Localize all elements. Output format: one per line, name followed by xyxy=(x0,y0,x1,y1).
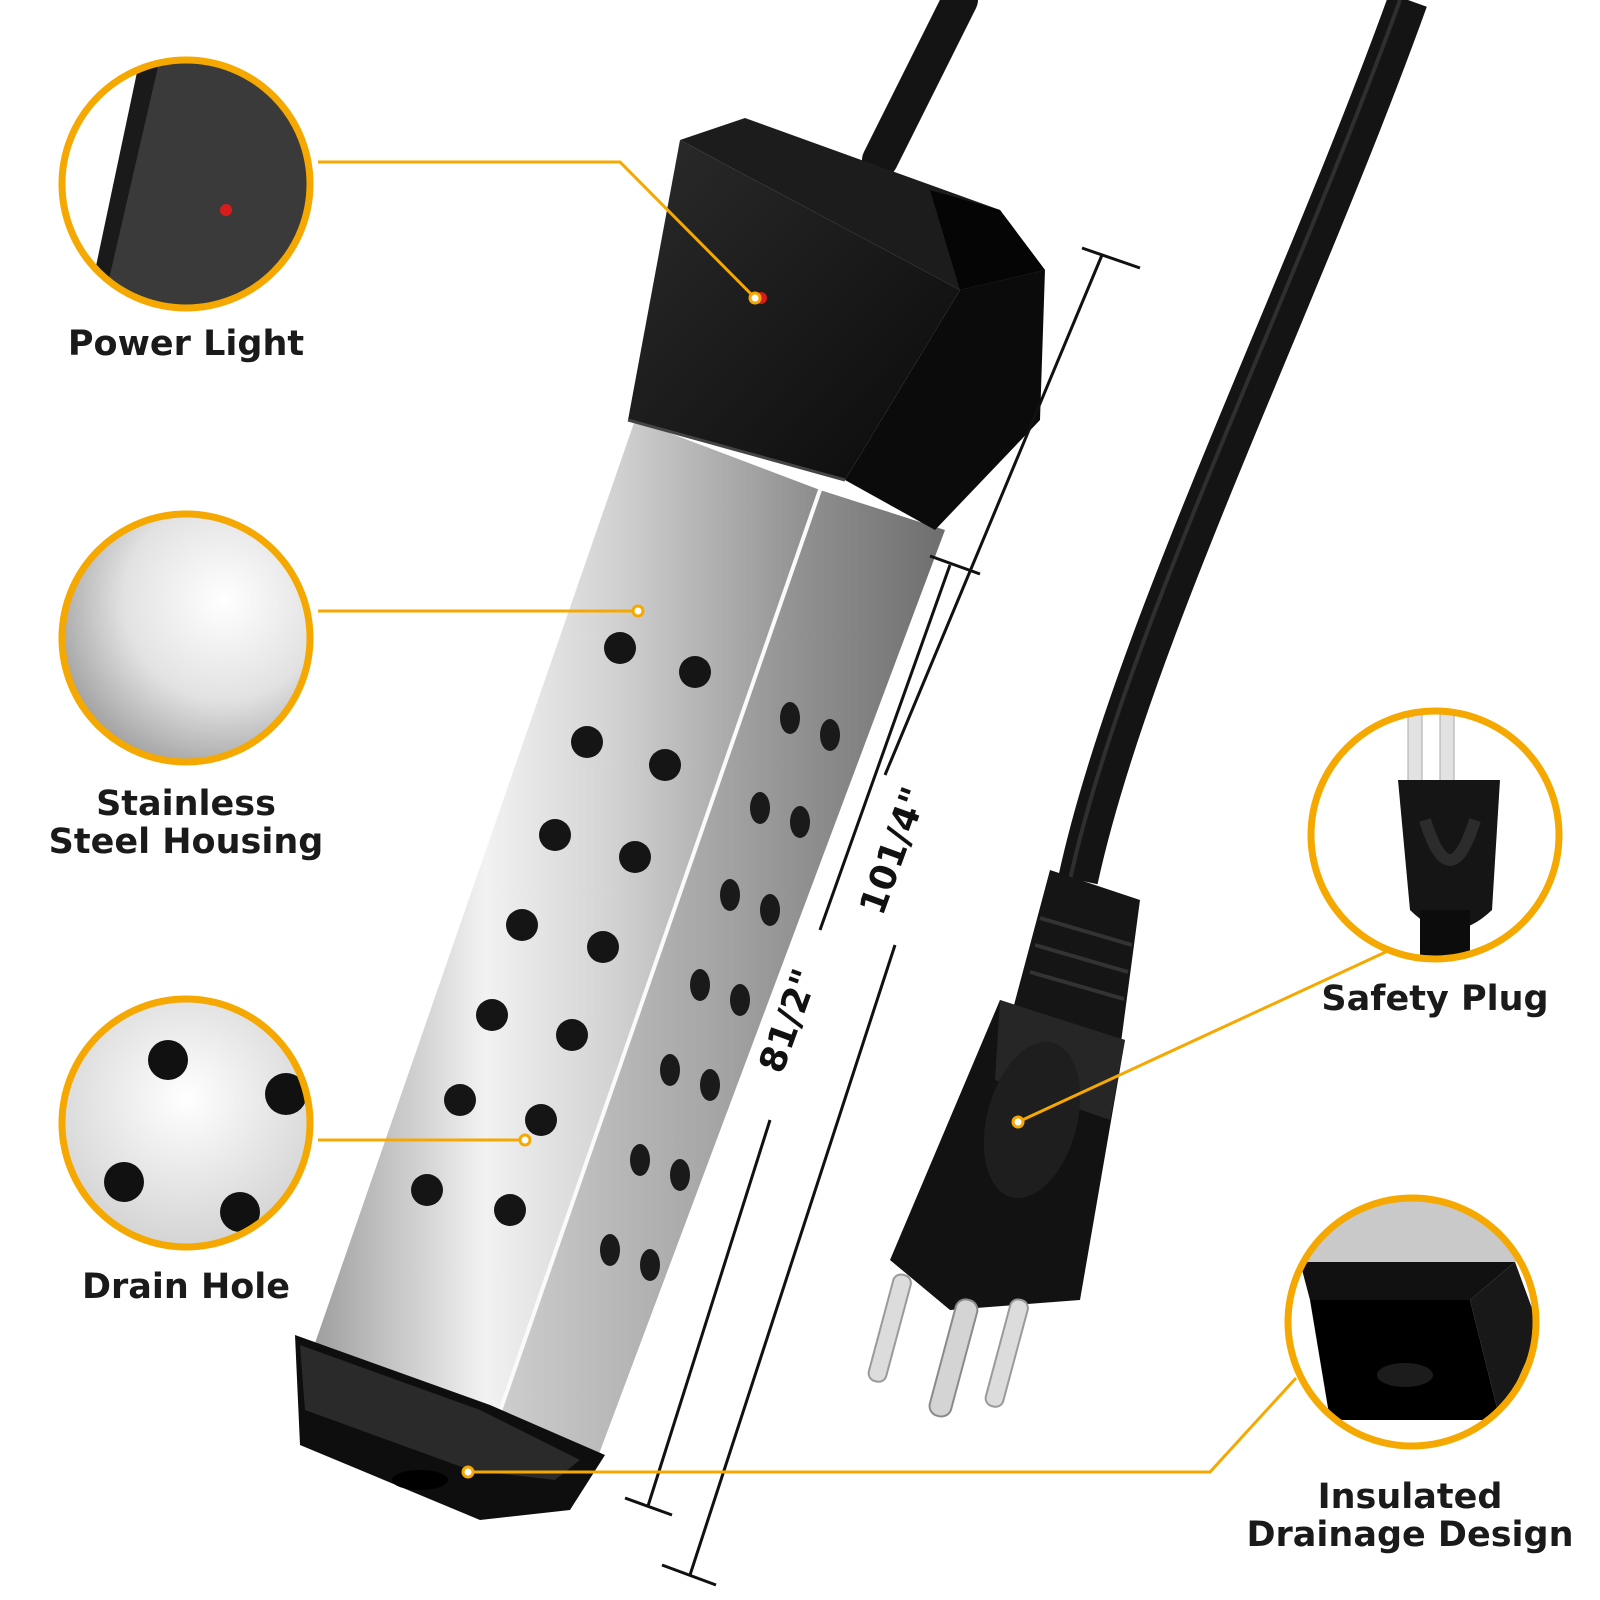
dimension-markers xyxy=(624,246,1141,1587)
drain-hole xyxy=(587,931,619,963)
drain-hole xyxy=(571,726,603,758)
drain-hole xyxy=(476,999,508,1031)
drainage-label: Insulated Drainage Design xyxy=(1240,1478,1580,1554)
safety-plug-label: Safety Plug xyxy=(1321,979,1549,1019)
drain-hole xyxy=(506,909,538,941)
top-cap xyxy=(627,118,1045,530)
bottom-cap xyxy=(295,1335,605,1520)
power-light-label: Power Light xyxy=(67,324,305,364)
housing-label-line1: Stainless xyxy=(96,784,276,824)
side-hole xyxy=(820,719,840,751)
zoom-steel-housing xyxy=(58,510,314,766)
safety-plug xyxy=(867,870,1140,1418)
side-hole xyxy=(730,984,750,1016)
drain-hole xyxy=(679,656,711,688)
housing-label-line2: Steel Housing xyxy=(48,822,324,862)
side-hole xyxy=(640,1249,660,1281)
side-hole xyxy=(700,1069,720,1101)
power-cord xyxy=(862,0,1427,885)
side-hole xyxy=(670,1159,690,1191)
side-hole xyxy=(660,1054,680,1086)
side-hole xyxy=(760,894,780,926)
drainage-label-line1: Insulated xyxy=(1317,1477,1503,1517)
side-hole xyxy=(600,1234,620,1266)
drain-hole xyxy=(539,819,571,851)
drain-hole-label: Drain Hole xyxy=(81,1267,291,1307)
drain-hole xyxy=(444,1084,476,1116)
heater-body xyxy=(305,420,945,1478)
drain-hole xyxy=(604,632,636,664)
drain-hole xyxy=(411,1174,443,1206)
callout-dots xyxy=(461,291,1025,1479)
callout-leaders xyxy=(318,160,1391,1474)
drain-hole xyxy=(649,749,681,781)
side-hole xyxy=(750,792,770,824)
side-hole xyxy=(780,702,800,734)
drain-hole xyxy=(525,1104,557,1136)
side-hole xyxy=(690,969,710,1001)
side-hole xyxy=(790,806,810,838)
drainage-label-line2: Drainage Design xyxy=(1246,1515,1574,1555)
housing-side-holes xyxy=(600,702,840,1281)
drain-hole xyxy=(619,841,651,873)
side-hole xyxy=(630,1144,650,1176)
zoom-safety-plug xyxy=(1307,707,1563,963)
drain-hole xyxy=(556,1019,588,1051)
zoom-drain-holes xyxy=(58,995,314,1251)
housing-drain-holes xyxy=(411,632,711,1226)
zoom-power-light xyxy=(58,56,314,312)
side-hole xyxy=(720,879,740,911)
drain-hole xyxy=(494,1194,526,1226)
zoom-drainage-design xyxy=(1284,1194,1540,1450)
housing-label: Stainless Steel Housing xyxy=(46,785,326,861)
